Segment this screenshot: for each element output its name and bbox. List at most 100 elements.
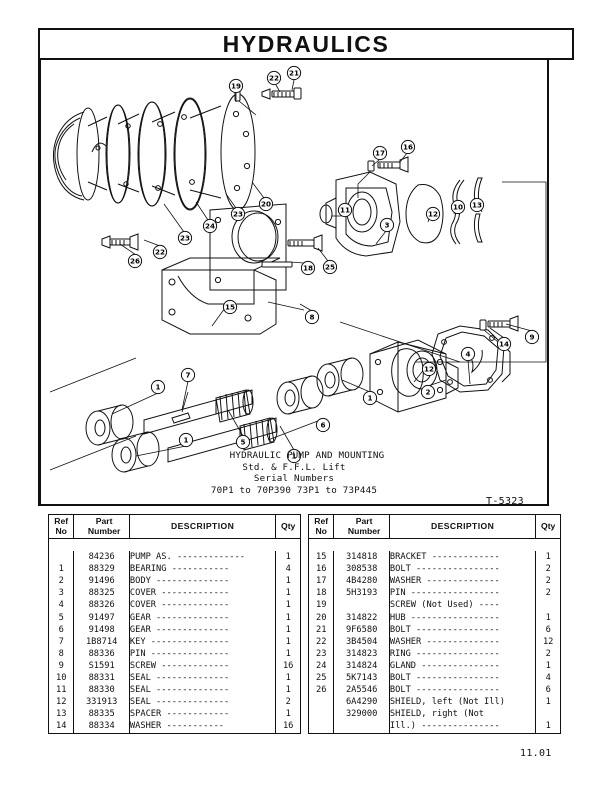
cell-ref-no: 13 [47, 708, 75, 721]
cell-ref-no: 3 [47, 587, 75, 600]
cell-qty: 1 [275, 611, 301, 624]
cell-ref-no: 12 [47, 696, 75, 709]
cell-part-number: 1B8714 [73, 635, 130, 648]
callout-bubble-21: 21 [286, 65, 302, 81]
cell-description: BEARING ----------- [128, 563, 277, 576]
cell-part-number: 88326 [73, 599, 130, 612]
cell-description: BRACKET ------------- [388, 551, 537, 564]
table-spacer-row [48, 538, 301, 552]
callout-bubble-1: 1 [286, 448, 302, 464]
svg-text:19: 19 [231, 82, 241, 91]
cell-part-number: 331913 [73, 696, 130, 709]
callout-bubble-23: 23 [177, 230, 193, 246]
cell-part-number: 5K7143 [333, 672, 390, 685]
cell-qty: 1 [535, 720, 561, 733]
cell-description: SPACER ------------ [128, 708, 277, 721]
callout-bubble-5: 5 [235, 434, 251, 450]
cell-qty: 12 [535, 635, 561, 648]
cell-qty: 1 [275, 599, 301, 612]
cell-part-number: 2A5546 [333, 684, 390, 697]
page-number: 11.01 [520, 748, 552, 759]
svg-text:23: 23 [233, 210, 243, 219]
caption-line-1: HYDRAULIC PUMP AND MOUNTING [229, 450, 385, 461]
cell-ref-no: 25 [307, 672, 335, 685]
svg-text:14: 14 [499, 340, 509, 349]
cell-description: BOLT ---------------- [388, 672, 537, 685]
cell-qty: 2 [275, 696, 301, 709]
svg-text:20: 20 [261, 200, 271, 209]
mounting-bracket [161, 203, 323, 335]
cell-ref-no [307, 708, 335, 721]
svg-text:7: 7 [185, 371, 190, 380]
cell-description: GEAR -------------- [128, 623, 277, 636]
cell-part-number: 88334 [73, 720, 130, 733]
cell-ref-no: 2 [47, 575, 75, 588]
cell-description: SEAL -------------- [128, 696, 277, 709]
callout-bubble-22: 22 [152, 244, 168, 260]
table-header-row: Ref No Part Number DESCRIPTION Qty [307, 514, 561, 539]
cell-ref-no: 22 [307, 635, 335, 648]
callout-bubble-15: 15 [222, 299, 238, 315]
callout-bubble-23: 23 [230, 206, 246, 222]
cell-qty: 4 [275, 563, 301, 576]
cell-ref-no: 8 [47, 647, 75, 660]
cell-part-number: 314822 [333, 611, 390, 624]
cell-ref-no: 14 [47, 720, 75, 733]
cell-part-number: 88331 [73, 672, 130, 685]
cell-part-number: 88330 [73, 684, 130, 697]
header-ref-no: Ref No [307, 514, 335, 539]
callout-bubble-22: 22 [266, 70, 282, 86]
cell-qty [535, 708, 561, 721]
cell-qty: 1 [535, 551, 561, 564]
cell-part-number: 88335 [73, 708, 130, 721]
cell-part-number [333, 599, 390, 612]
cell-part-number: 91498 [73, 623, 130, 636]
cell-part-number: 91497 [73, 611, 130, 624]
svg-text:12: 12 [424, 365, 434, 374]
cell-qty: 1 [275, 684, 301, 697]
callout-bubble-12: 12 [421, 361, 437, 377]
cell-part-number [333, 720, 390, 733]
cell-qty: 1 [535, 659, 561, 673]
cell-ref-no: 18 [307, 587, 335, 600]
caption-line-2: Std. & F.F.L. Lift [242, 461, 346, 473]
cell-description: BOLT ---------------- [388, 623, 537, 636]
cell-part-number: 91496 [73, 575, 130, 588]
cell-ref-no: 23 [307, 647, 335, 660]
cell-part-number: 308538 [333, 563, 390, 576]
callout-bubble-7: 7 [180, 367, 196, 383]
cell-qty: 6 [535, 623, 561, 636]
cell-description: GEAR -------------- [128, 611, 277, 624]
cell-description: GLAND --------------- [388, 659, 537, 673]
svg-text:4: 4 [465, 350, 470, 359]
cell-part-number: 88325 [73, 587, 130, 600]
header-qty: Qty [535, 514, 561, 539]
gear-shaft-assembly [49, 321, 461, 473]
callout-bubble-16: 16 [400, 139, 416, 155]
svg-text:1: 1 [183, 436, 188, 445]
cell-part-number: 314818 [333, 551, 390, 564]
svg-text:17: 17 [375, 149, 385, 158]
cell-part-number: 6A4290 [333, 696, 390, 709]
page-title: HYDRAULICS [222, 30, 390, 57]
svg-text:22: 22 [155, 248, 165, 257]
header-description: DESCRIPTION [388, 514, 537, 539]
svg-text:3: 3 [384, 221, 389, 230]
callout-bubble-1: 1 [178, 432, 194, 448]
callout-bubble-20: 20 [258, 196, 274, 212]
svg-text:2: 2 [425, 388, 430, 397]
svg-text:22: 22 [269, 74, 279, 83]
